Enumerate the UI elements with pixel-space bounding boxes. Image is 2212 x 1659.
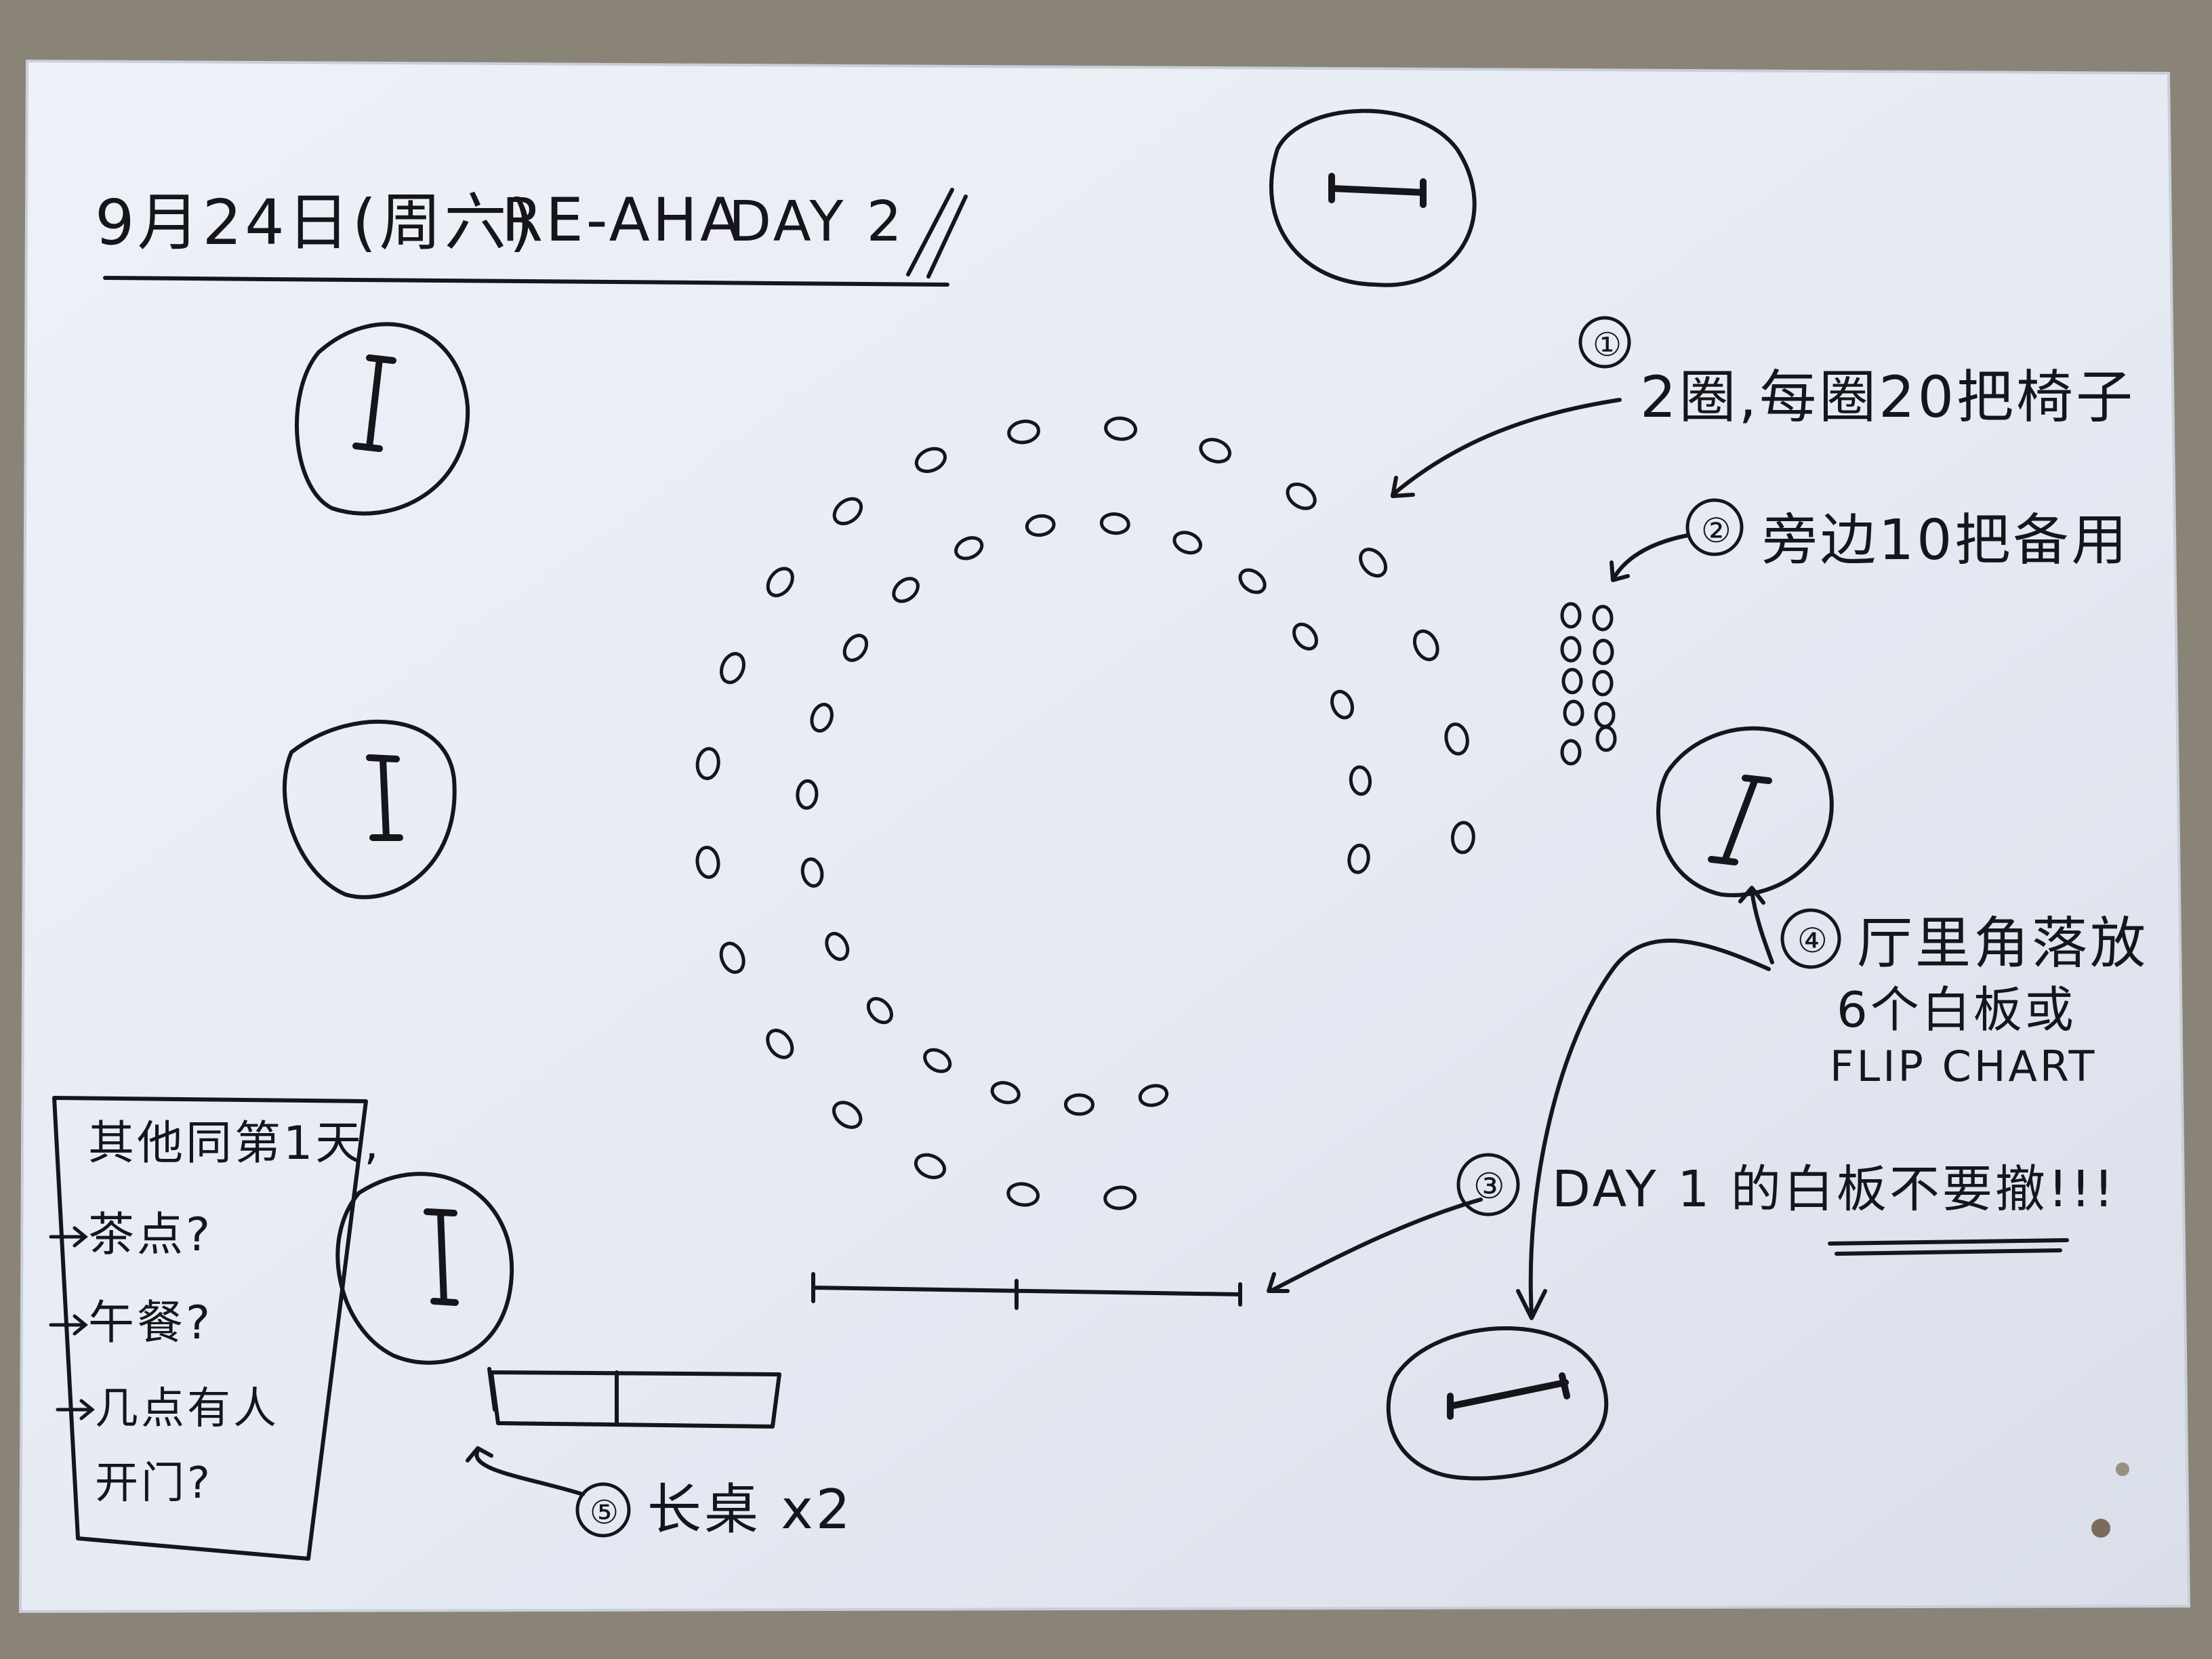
title-slash-mark [906,188,968,279]
title-date: 9月24日(周六) [95,186,536,259]
note2-number: ② [1701,511,1734,550]
chair-icon [1595,725,1617,752]
arrow-icon [1610,533,1689,582]
paper-sheet [18,59,2191,1614]
title-day: DAY 2 [729,190,905,254]
side-note-item3a: 几点有人 [95,1384,279,1434]
note-number-circle [1578,316,1631,369]
chair-icon [766,567,794,598]
chair-icon [842,634,869,662]
chair-icon [832,1101,863,1129]
chair-icon [1104,416,1138,441]
note-number-circle [1685,498,1744,556]
note-number-circle [1456,1153,1520,1216]
chair-icon [1199,438,1232,464]
chair-icon [1561,668,1583,695]
chair-icon [1099,512,1130,535]
paper-hole [2116,1462,2129,1476]
chair-icon [1444,722,1469,756]
note5-text: 长桌 x2 [647,1478,853,1541]
chair-icon [695,747,720,781]
chair-icon [1103,1185,1137,1210]
side-note-item1: 茶点? [88,1208,213,1262]
table-icon [487,1367,781,1429]
whiteboard-icon [295,322,470,516]
chair-icon [1593,638,1614,665]
chair-icon [832,497,863,526]
chair-icon [1330,689,1354,720]
chair-icon [719,941,745,974]
note1-number: ① [1593,326,1624,364]
chair-icon [800,857,824,888]
chair-icon [866,997,893,1025]
chair-arrangement [695,416,1617,1210]
arrow-icon [1516,886,1774,1320]
table-icon [811,1272,1242,1310]
chair-icon [1064,1093,1094,1116]
chair-icon [1286,482,1317,510]
chair-icon [1450,821,1475,855]
chair-icon [1412,629,1439,661]
chair-icon [1138,1084,1169,1107]
note3-underline [1828,1238,2069,1256]
note3-number: ③ [1473,1166,1508,1207]
note2-text: 旁边10把备用 [1762,508,2129,573]
chair-icon [1359,548,1388,578]
note3-text: DAY 1 的白板不要撤!!! [1552,1160,2116,1218]
whiteboard-icon [282,719,457,899]
chair-icon [914,447,947,473]
chair-icon [1560,602,1582,629]
whiteboard-icon [1656,726,1834,897]
title-underline [103,276,949,287]
note4-line1: 厅里角落放 [1857,912,2148,976]
chair-icon [914,1153,947,1179]
chair-icon [892,577,920,603]
chair-icon [1172,531,1202,555]
chair-icon [1560,739,1582,766]
paper-hole [2091,1519,2110,1538]
note1-text: 2圈,每圈20把椅子 [1640,364,2135,430]
title-event: RE-AHA [501,185,743,255]
chair-icon [825,932,850,961]
note4-number: ④ [1797,921,1830,960]
arrow-icon [466,1446,585,1496]
chair-icon [1592,605,1614,632]
chair-icon [796,779,819,810]
chair-icon [1025,514,1056,537]
chair-icon [1347,843,1370,874]
chair-icon [1560,636,1582,663]
chair-icon [1349,765,1372,796]
note4-line3: FLIP CHART [1830,1042,2097,1091]
chair-icon [810,703,834,733]
chair-icon [1006,1182,1040,1207]
whiteboard-icon [1386,1326,1609,1481]
side-note-header: 其他同第1天, [88,1117,382,1170]
chair-icon [695,845,720,879]
whiteboard-icon [1269,108,1477,287]
note4-line2: 6个白板或 [1837,981,2076,1038]
side-note-box [52,1096,368,1561]
note-number-circle [575,1482,631,1538]
bullet-arrow-icon [49,1314,88,1336]
chair-icon [1007,419,1040,445]
bullet-arrow-icon [49,1226,88,1248]
chair-icon [1238,568,1267,594]
chair-icon [1563,699,1584,726]
side-note-item2: 午餐? [88,1296,213,1350]
chair-icon [720,652,745,684]
arrow-icon [1391,398,1622,498]
chair-icon [923,1048,952,1073]
arrow-icon [1267,1197,1483,1293]
note-number-circle [1780,908,1841,969]
chair-icon [766,1029,794,1059]
side-note-item3b: 开门? [95,1458,213,1509]
chair-icon [1292,622,1318,651]
note5-number: ⑤ [590,1494,621,1532]
chair-icon [954,536,984,560]
chair-icon [1592,670,1614,697]
bullet-arrow-icon [56,1399,95,1420]
chair-icon [990,1081,1021,1105]
